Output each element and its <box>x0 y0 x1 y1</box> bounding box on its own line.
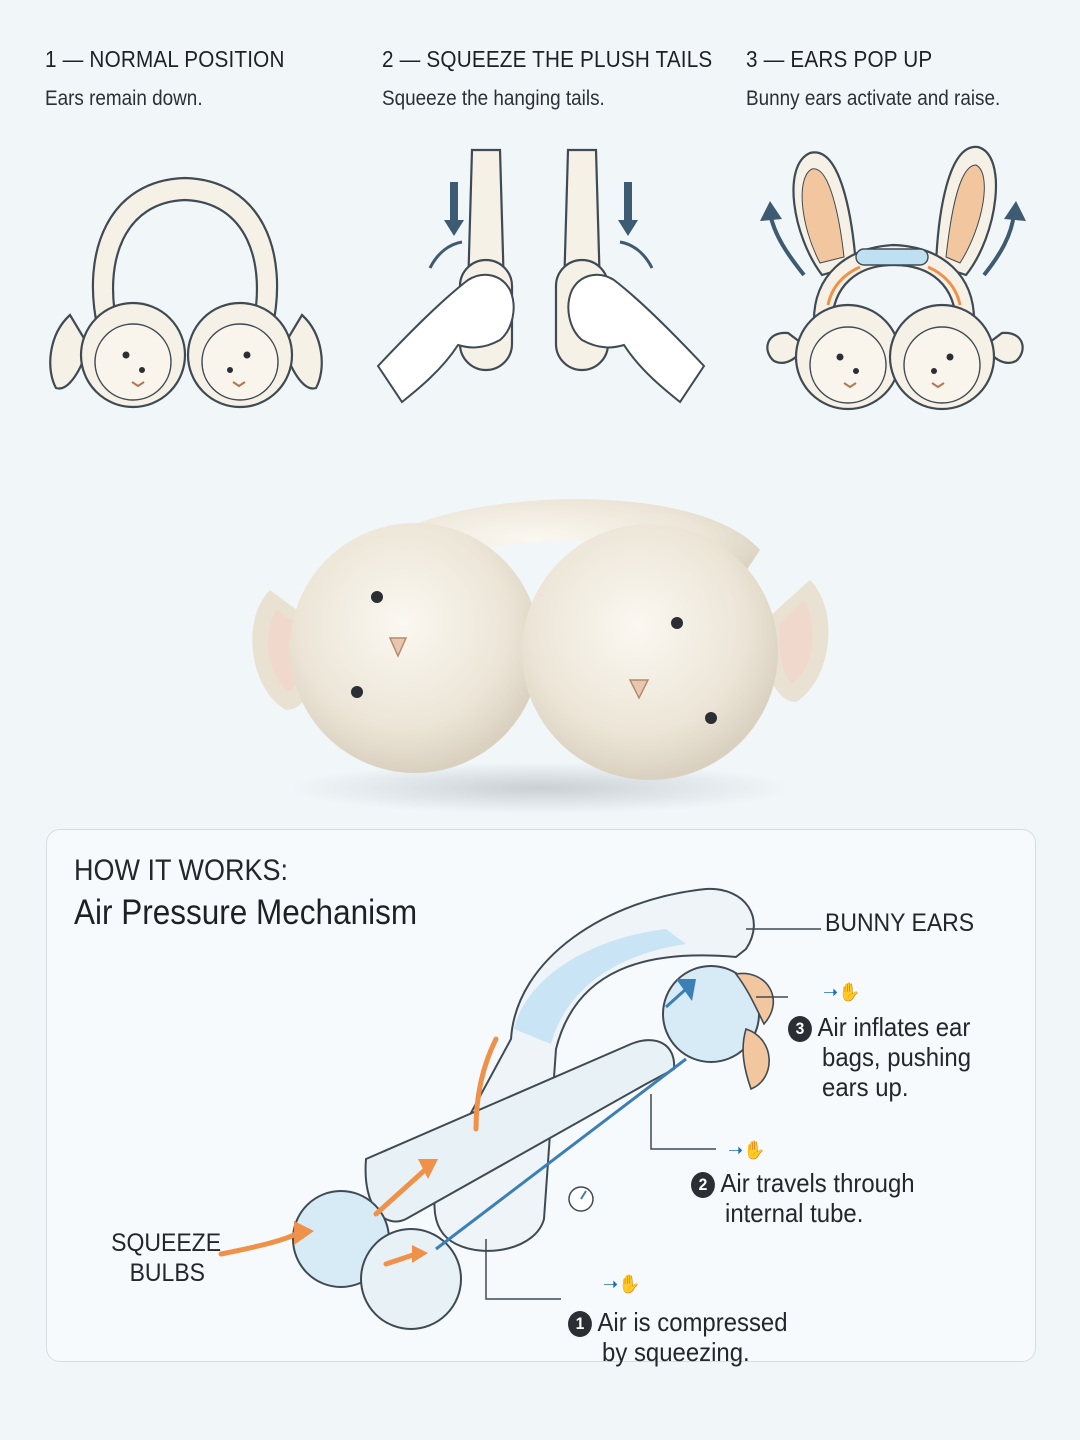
squeeze-bulbs-line: BULBS <box>129 1259 205 1287</box>
air-puff-icon: ➝✋ <box>728 1140 766 1160</box>
bunny-ears-label: BUNNY EARS <box>825 909 975 937</box>
earmuffs-bunny-ears-up-illustration <box>760 145 1026 411</box>
squeeze-bulbs-label: SQUEEZE BULBS <box>111 1228 222 1288</box>
earmuffs-ears-down-illustration <box>49 176 323 409</box>
step-number-badge: 3 <box>788 1016 812 1042</box>
step-description: Bunny ears activate and raise. <box>746 87 1001 110</box>
step-number-badge: 1 <box>568 1311 592 1337</box>
air-puff-icon: ➝✋ <box>823 982 861 1002</box>
callout-line: Air inflates ear <box>817 1012 971 1042</box>
how-it-works-title: Air Pressure Mechanism <box>74 893 418 932</box>
callout-line: internal tube. <box>725 1198 864 1228</box>
step-squeeze-tails: 2 — SQUEEZE THE PLUSH TAILS Squeeze the … <box>382 46 749 111</box>
air-pressure-mechanism-diagram <box>218 887 821 1330</box>
callout-line: by squeezing. <box>602 1337 750 1367</box>
step-ears-pop-up: 3 — EARS POP UP Bunny ears activate and … <box>746 46 1029 111</box>
callout-line: bags, pushing <box>822 1042 971 1072</box>
callout-line: ears up. <box>822 1072 909 1102</box>
callout-line: Air travels through <box>720 1168 915 1198</box>
step-title: 2 — SQUEEZE THE PLUSH TAILS <box>382 46 713 72</box>
how-it-works-label: HOW IT WORKS: <box>74 854 289 887</box>
callout-line: Air is compressed <box>597 1307 788 1337</box>
step-description: Ears remain down. <box>45 87 203 110</box>
hands-squeezing-tails-illustration <box>376 148 706 404</box>
step-description: Squeeze the hanging tails. <box>382 87 605 110</box>
step-title: 1 — NORMAL POSITION <box>45 46 285 72</box>
plush-earmuffs-product-photo <box>252 499 829 814</box>
air-puff-icon: ➝✋ <box>603 1274 641 1294</box>
step-number-badge: 2 <box>691 1172 715 1198</box>
step-normal-position: 1 — NORMAL POSITION Ears remain down. <box>45 46 311 111</box>
squeeze-bulbs-line: SQUEEZE <box>111 1229 222 1257</box>
step-title: 3 — EARS POP UP <box>746 46 933 72</box>
